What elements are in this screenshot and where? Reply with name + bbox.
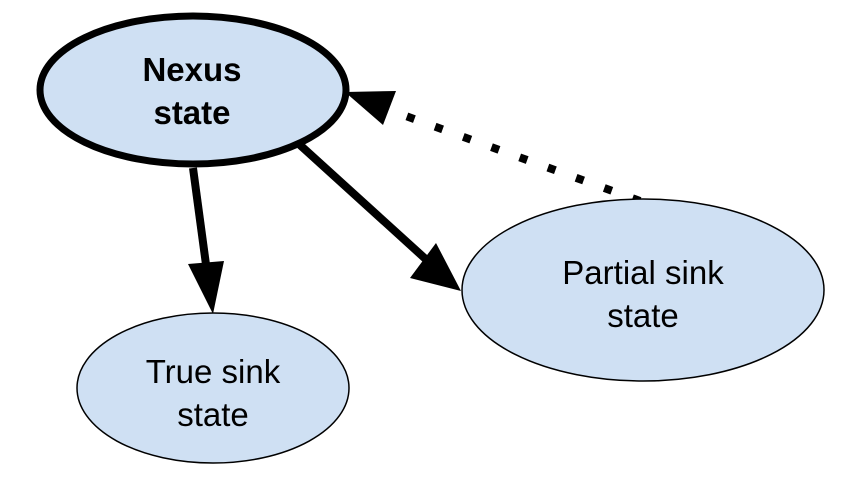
edge-line <box>189 167 211 273</box>
node-true-sink-label-line1: True sink <box>146 353 281 390</box>
node-partial-sink-state[interactable]: Partial sink state <box>461 198 825 382</box>
node-true-sink-label-line2: state <box>177 396 249 433</box>
node-true-sink-state[interactable]: True sink state <box>76 312 350 464</box>
edges <box>188 91 642 314</box>
edge-partial-sink-to-nexus <box>345 91 642 205</box>
node-partial-sink-label-line1: Partial sink <box>562 254 724 291</box>
node-nexus-shape <box>36 12 350 168</box>
edge-line <box>297 142 433 266</box>
edge-nexus-to-true-sink <box>188 167 224 314</box>
node-partial-sink-shape <box>461 198 825 382</box>
edge-nexus-to-partial-sink <box>297 142 461 291</box>
node-nexus-label-line1: Nexus <box>142 51 241 88</box>
arrowhead <box>345 91 396 125</box>
node-nexus-label-line2: state <box>153 94 230 131</box>
arrowhead <box>188 261 224 314</box>
node-true-sink-shape <box>76 312 350 464</box>
arrowhead <box>410 243 461 291</box>
nodes: Nexus state True sink state Partial sink… <box>36 12 825 464</box>
edge-line-dotted <box>390 107 642 205</box>
node-nexus-state[interactable]: Nexus state <box>36 12 350 168</box>
node-partial-sink-label-line2: state <box>607 297 679 334</box>
